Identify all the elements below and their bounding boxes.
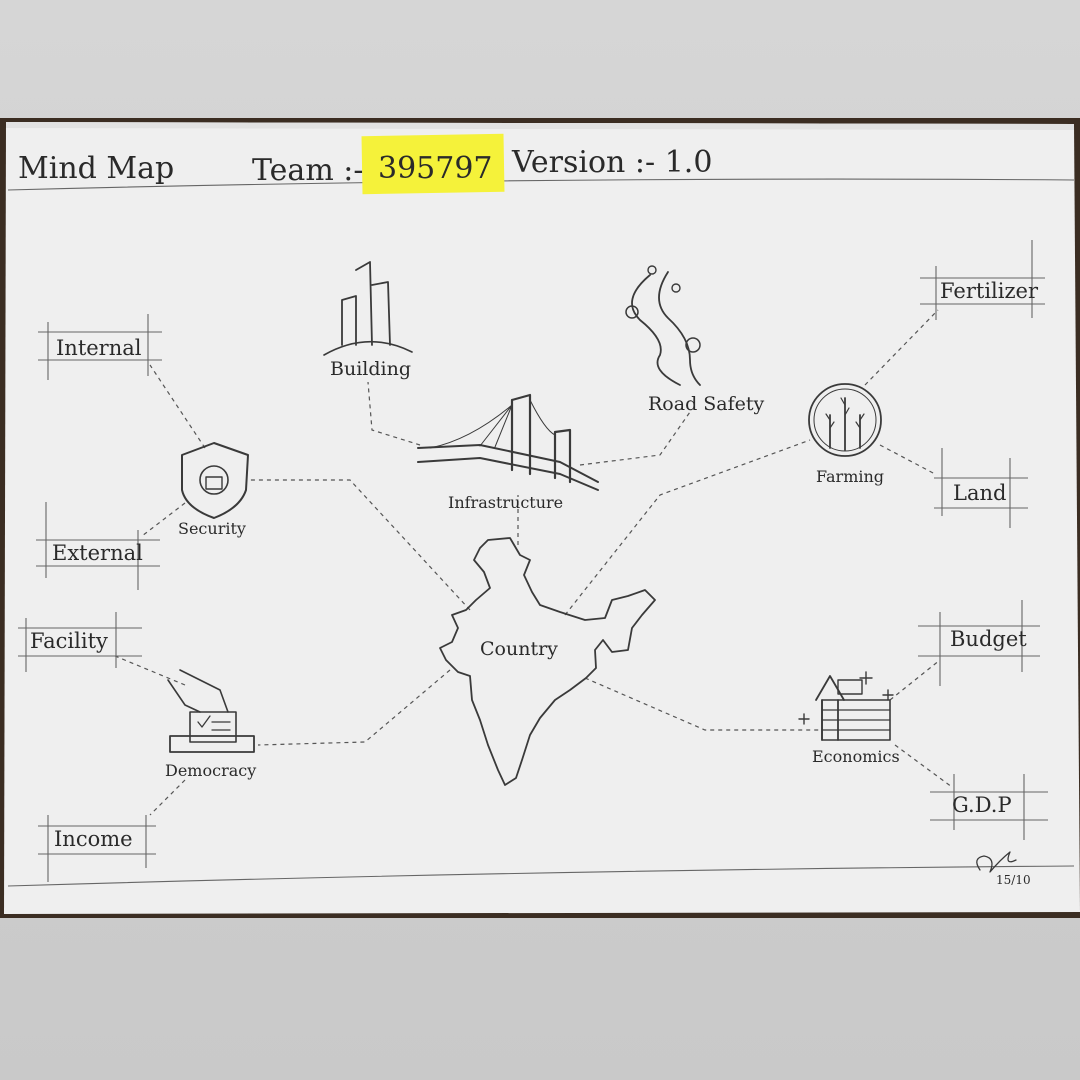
gdp-label: G.D.P bbox=[952, 793, 1012, 817]
internal-box bbox=[38, 314, 162, 380]
shield-icon bbox=[181, 442, 249, 519]
signature-mark bbox=[976, 851, 1017, 873]
economics-label: Economics bbox=[812, 747, 900, 766]
version-label: Version :- 1.0 bbox=[511, 145, 712, 180]
farming-label: Farming bbox=[816, 467, 884, 486]
signature-date: 15/10 bbox=[996, 873, 1031, 887]
country-map-outline bbox=[439, 537, 656, 786]
paper-shadow bbox=[6, 122, 1074, 130]
land-label: Land bbox=[953, 481, 1006, 505]
facility-label: Facility bbox=[30, 629, 108, 653]
facility-box bbox=[18, 612, 142, 672]
infrastructure-label: Infrastructure bbox=[448, 493, 563, 512]
mind-map-title: Mind Map bbox=[18, 151, 174, 186]
building-label: Building bbox=[330, 358, 411, 380]
external-box bbox=[36, 502, 160, 590]
farming-icon bbox=[808, 383, 882, 457]
gdp-box bbox=[930, 774, 1048, 840]
ballot-box-icon bbox=[167, 669, 255, 753]
road-icon bbox=[625, 265, 701, 386]
connectors bbox=[114, 309, 953, 816]
header-line bbox=[7, 178, 1075, 191]
security-label: Security bbox=[178, 519, 246, 538]
team-label: Team :- bbox=[252, 153, 364, 188]
paper-sheet bbox=[4, 122, 1080, 914]
democracy-label: Democracy bbox=[165, 761, 256, 780]
team-number: 395797 bbox=[378, 151, 493, 186]
sticky-note bbox=[361, 133, 505, 195]
economics-chart-icon bbox=[798, 671, 894, 741]
fertilizer-label: Fertilizer bbox=[940, 279, 1039, 303]
internal-label: Internal bbox=[56, 336, 142, 360]
center-country-label: Country bbox=[480, 638, 558, 660]
income-label: Income bbox=[54, 827, 133, 851]
fertilizer-box bbox=[920, 240, 1045, 320]
land-box bbox=[934, 448, 1028, 528]
budget-box bbox=[918, 600, 1040, 686]
road-safety-label: Road Safety bbox=[648, 393, 765, 415]
footer-line bbox=[7, 865, 1075, 887]
budget-label: Budget bbox=[950, 627, 1027, 651]
infrastructure-bridge-icon bbox=[417, 393, 599, 491]
external-label: External bbox=[52, 541, 143, 565]
income-box bbox=[38, 815, 156, 882]
building-icon bbox=[323, 261, 413, 356]
